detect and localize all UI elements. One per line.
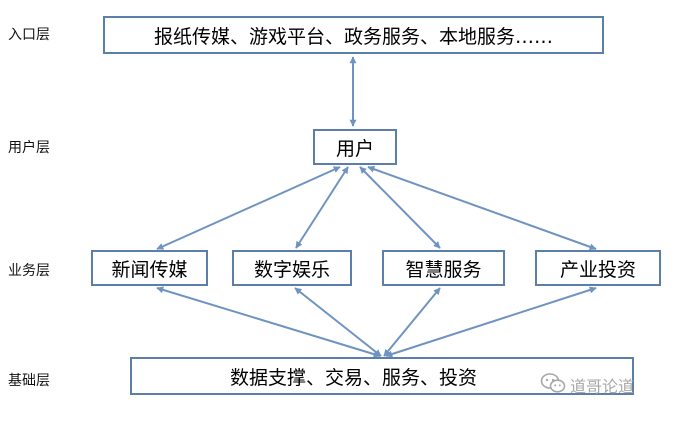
foundation-label: 数据支撑、交易、服务、投资 [230,366,478,389]
arrow-user-invest [367,165,597,251]
wechat-icon [540,372,566,398]
business-box-industry-investment: 产业投资 [535,250,661,286]
watermark: 道哥论道 [540,372,634,398]
business-box-smart-services: 智慧服务 [382,250,505,286]
arrow-invest-foundation [385,286,597,358]
arrow-news-foundation [156,286,381,358]
arrow-user-smart [359,166,441,249]
layer-label-entry: 入口层 [8,27,50,43]
arrow-user-news [156,166,341,250]
business-box-news-media: 新闻传媒 [91,250,208,286]
layer-label-foundation: 基础层 [8,373,50,389]
layer-label-user: 用户层 [8,140,50,156]
arrow-entertainment-foundation [294,287,382,357]
layer-label-business: 业务层 [8,263,50,279]
user-box: 用户 [313,129,397,165]
entry-layer-box: 报纸传媒、游戏平台、政务服务、本地服务…… [103,16,604,54]
arrow-smart-foundation [383,287,441,357]
arrow-user-entertainment [295,166,349,249]
business-box-digital-entertainment: 数字娱乐 [232,250,352,286]
watermark-text: 道哥论道 [570,377,635,396]
